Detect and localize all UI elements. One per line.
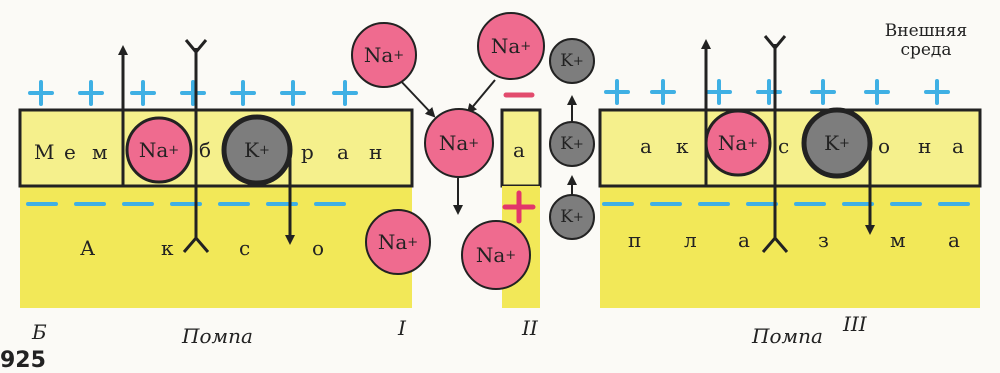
sodium-arrow-2 [466, 79, 496, 114]
panel-label-three: III [843, 312, 867, 336]
left-membrane-letter: М [34, 140, 55, 164]
sodium-label-top-left: Na+ [363, 43, 405, 67]
sodium-label-bottom-right: Na+ [475, 243, 517, 267]
middle-gap-letter: а [513, 138, 525, 162]
potassium-label-bottom: K+ [560, 206, 584, 227]
panel-label-one: I [398, 316, 406, 340]
right-membrane [598, 108, 982, 188]
panel-label-b: Б [32, 320, 47, 344]
left-sodium-ion [125, 116, 193, 184]
right-membrane-letter: о [878, 134, 891, 158]
right-axon-letter: п [628, 228, 642, 252]
left-axon-letter: к [161, 236, 174, 260]
right-axon-letter: а [948, 228, 960, 252]
left-positive-charges [28, 80, 358, 106]
right-sodium-ion [704, 109, 772, 177]
sodium-ion-center [424, 108, 494, 178]
left-membrane-letter: а [337, 140, 349, 164]
right-axon-letter: м [890, 228, 906, 252]
right-membrane-letter: а [952, 134, 964, 158]
left-membrane-letter: р [301, 140, 314, 164]
sodium-label-center: Na+ [438, 131, 480, 155]
external-environment-line1: Внешняя [884, 21, 968, 41]
potassium-label-middle: K+ [560, 133, 584, 154]
right-positive-charges [604, 79, 950, 105]
potassium-ion-middle [549, 121, 595, 167]
left-membrane-letter: м [92, 140, 108, 164]
left-membrane [18, 108, 414, 188]
right-membrane-letter: с [778, 134, 790, 158]
right-membrane-letter: к [676, 134, 689, 158]
right-pump-carrier [763, 35, 787, 240]
external-environment-label: Внешняя среда [870, 22, 982, 60]
sodium-label-bottom-left: Na+ [377, 230, 419, 254]
middle-local-positive [502, 190, 536, 224]
external-environment-line2: среда [900, 40, 952, 60]
left-membrane-letter: н [369, 140, 383, 164]
right-axoplasm [600, 186, 980, 308]
left-potassium-label: K+ [244, 138, 270, 162]
left-axoplasm [20, 186, 412, 308]
left-membrane-letter: е [64, 140, 76, 164]
right-sodium-label: Na+ [717, 131, 759, 155]
potassium-label-top: K+ [560, 50, 584, 71]
left-membrane-letter: б [199, 138, 212, 162]
left-pump-label: Помпа [182, 324, 253, 348]
right-axon-letter: л [684, 228, 697, 252]
left-potassium-ion [221, 114, 293, 186]
right-membrane-letter: а [640, 134, 652, 158]
left-pump-carrier [184, 39, 208, 240]
right-membrane-letter: н [918, 134, 932, 158]
panel-label-two: II [522, 316, 538, 340]
left-axon-letter: А [80, 236, 96, 260]
left-axon-letter: о [312, 236, 325, 260]
sodium-ion-top-left [351, 22, 417, 88]
right-axon-letter: з [818, 228, 829, 252]
figure-number: 925 [0, 348, 46, 373]
right-potassium-label: K+ [824, 131, 850, 155]
left-sodium-label: Na+ [138, 138, 180, 162]
sodium-arrow-1 [397, 77, 436, 118]
right-pump-label: Помпа [752, 324, 823, 348]
potassium-ion-bottom [549, 194, 595, 240]
potassium-ion-top [549, 38, 595, 84]
left-axon-letter: с [239, 236, 251, 260]
right-axon-letter: а [738, 228, 750, 252]
sodium-ion-top-right [477, 12, 545, 80]
sodium-ion-bottom-left [365, 209, 431, 275]
sodium-ion-bottom-right [461, 220, 531, 290]
right-potassium-ion [801, 107, 873, 179]
sodium-label-top-right: Na+ [490, 34, 532, 58]
